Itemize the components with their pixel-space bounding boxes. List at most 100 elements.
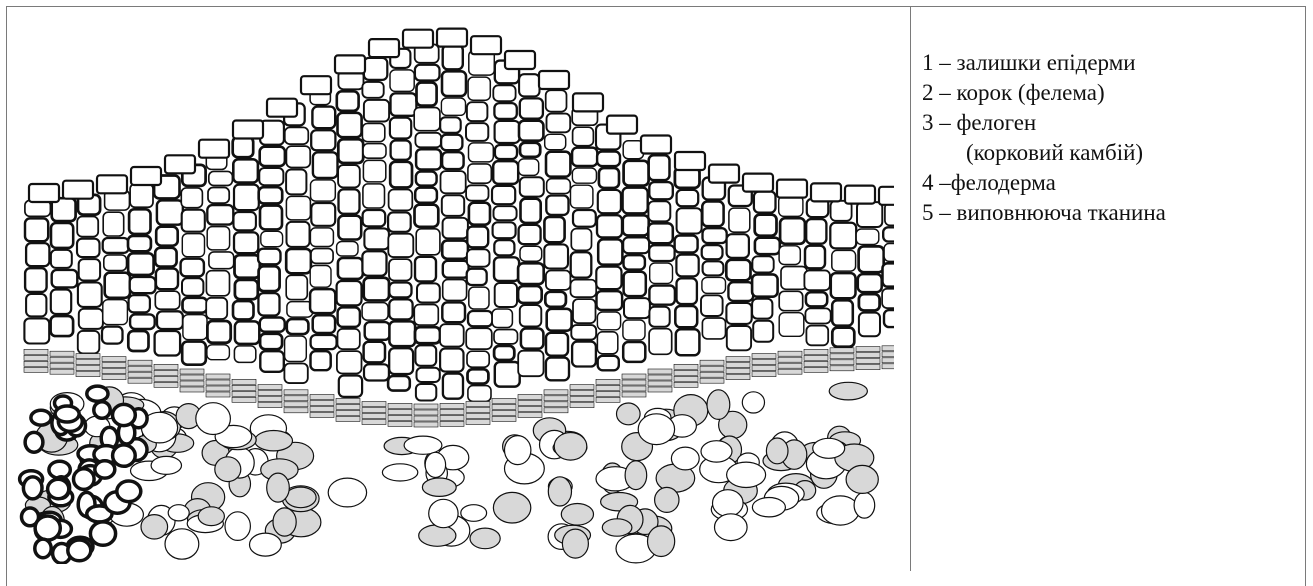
cork-cell [443, 261, 469, 278]
cork-cell [364, 228, 389, 249]
cork-cell [494, 257, 519, 281]
cork-cell [648, 201, 670, 221]
cork-cell [546, 333, 568, 356]
cork-cell [24, 318, 49, 343]
filling-tissue-cell [671, 447, 699, 470]
thick-walled-cell [90, 522, 115, 545]
phellogen-cell [180, 381, 204, 386]
phellogen-cell [830, 366, 854, 371]
filling-tissue-cell [250, 533, 282, 556]
cork-cell [181, 188, 202, 208]
cork-cell [234, 346, 255, 363]
phellogen-cell [206, 386, 230, 391]
phellogen-cell [570, 397, 594, 402]
cork-cell [415, 327, 440, 343]
cork-cell [624, 161, 649, 186]
filling-tissue-cell [813, 438, 845, 458]
cork-cell [676, 329, 700, 355]
cork-cell [362, 303, 388, 321]
cork-cell [544, 217, 564, 242]
cork-cell [466, 328, 492, 349]
cork-cell [259, 187, 283, 203]
phellogen-cell [388, 415, 412, 420]
cork-cell [702, 202, 723, 227]
cork-cell [207, 227, 229, 250]
phellogen-cell [206, 392, 230, 397]
phellogen-cell [648, 375, 672, 380]
epidermis-remnant-cell [879, 187, 894, 205]
phellogen-cell [310, 413, 334, 418]
phellogen-cell [622, 380, 646, 385]
phellogen-cell [596, 379, 620, 384]
cork-cell [338, 258, 363, 279]
filling-tissue-cell [727, 462, 766, 487]
cork-cell [103, 212, 124, 236]
epidermis-remnant-cell [471, 36, 501, 54]
phellogen-cell [492, 398, 516, 403]
cork-cell [415, 65, 440, 81]
cork-cell [468, 77, 490, 100]
phellogen-cell [778, 369, 802, 374]
filling-tissue-cell [846, 465, 878, 493]
cork-cell [285, 127, 309, 144]
cork-cell [677, 208, 702, 233]
cork-cell [443, 374, 463, 399]
phellogen-cell [24, 349, 48, 354]
phellogen-cell [700, 378, 724, 383]
cork-cell [415, 257, 436, 282]
phellogen-cell [778, 357, 802, 362]
phellogen-cell [518, 395, 542, 400]
epidermis-remnant-cell [607, 116, 637, 134]
cork-cell [547, 179, 571, 194]
phellogen-cell [466, 408, 490, 413]
cork-cell [859, 294, 880, 310]
filling-tissue-cell [713, 490, 744, 517]
epidermis-remnant-cell [233, 121, 263, 139]
cork-cell [157, 200, 183, 224]
cork-cell [597, 291, 623, 310]
epidermis-remnant-cell [97, 175, 127, 193]
filling-tissue-cell [196, 403, 231, 435]
cork-cell [885, 203, 894, 226]
cork-cell [337, 281, 362, 305]
cork-cell [440, 349, 463, 372]
cork-cell [469, 203, 490, 225]
phellogen-cell [362, 414, 386, 419]
phellogen-cell [570, 385, 594, 390]
thick-walled-cell [55, 406, 79, 422]
cork-cell [313, 152, 338, 178]
filling-tissue-cell [215, 457, 241, 482]
epidermis-remnant-cell [675, 152, 705, 170]
cork-cell [286, 196, 310, 220]
cork-cell [365, 322, 390, 340]
cork-cell [182, 278, 203, 296]
cork-cell [233, 159, 258, 182]
filling-tissue-cell [198, 507, 224, 526]
cork-cell [752, 274, 778, 296]
cork-cell [831, 273, 856, 298]
phellogen-cell [128, 360, 152, 365]
cork-cell [675, 306, 697, 327]
cork-cell [128, 253, 154, 275]
cork-cell [649, 329, 672, 355]
cork-cell [859, 246, 884, 272]
filling-tissue-cell [470, 528, 500, 549]
phellogen-cell [128, 372, 152, 377]
cork-cell [26, 243, 49, 266]
phellogen-cell [778, 363, 802, 368]
cork-cell [129, 209, 150, 234]
cork-cell [779, 291, 803, 310]
cork-cell [415, 345, 436, 366]
cork-cell [260, 147, 285, 166]
cork-cell [467, 351, 489, 367]
phellogen-cell [232, 379, 256, 384]
cork-cell [727, 326, 751, 350]
thick-walled-cell [23, 477, 42, 499]
phellogen-cell [518, 401, 542, 406]
cork-cell [884, 310, 894, 327]
cork-cell [156, 227, 178, 246]
filling-tissue-cell [554, 433, 587, 461]
cork-cell [596, 267, 621, 289]
phellogen-cell [804, 367, 828, 372]
epidermis-remnant-cell [335, 55, 365, 73]
